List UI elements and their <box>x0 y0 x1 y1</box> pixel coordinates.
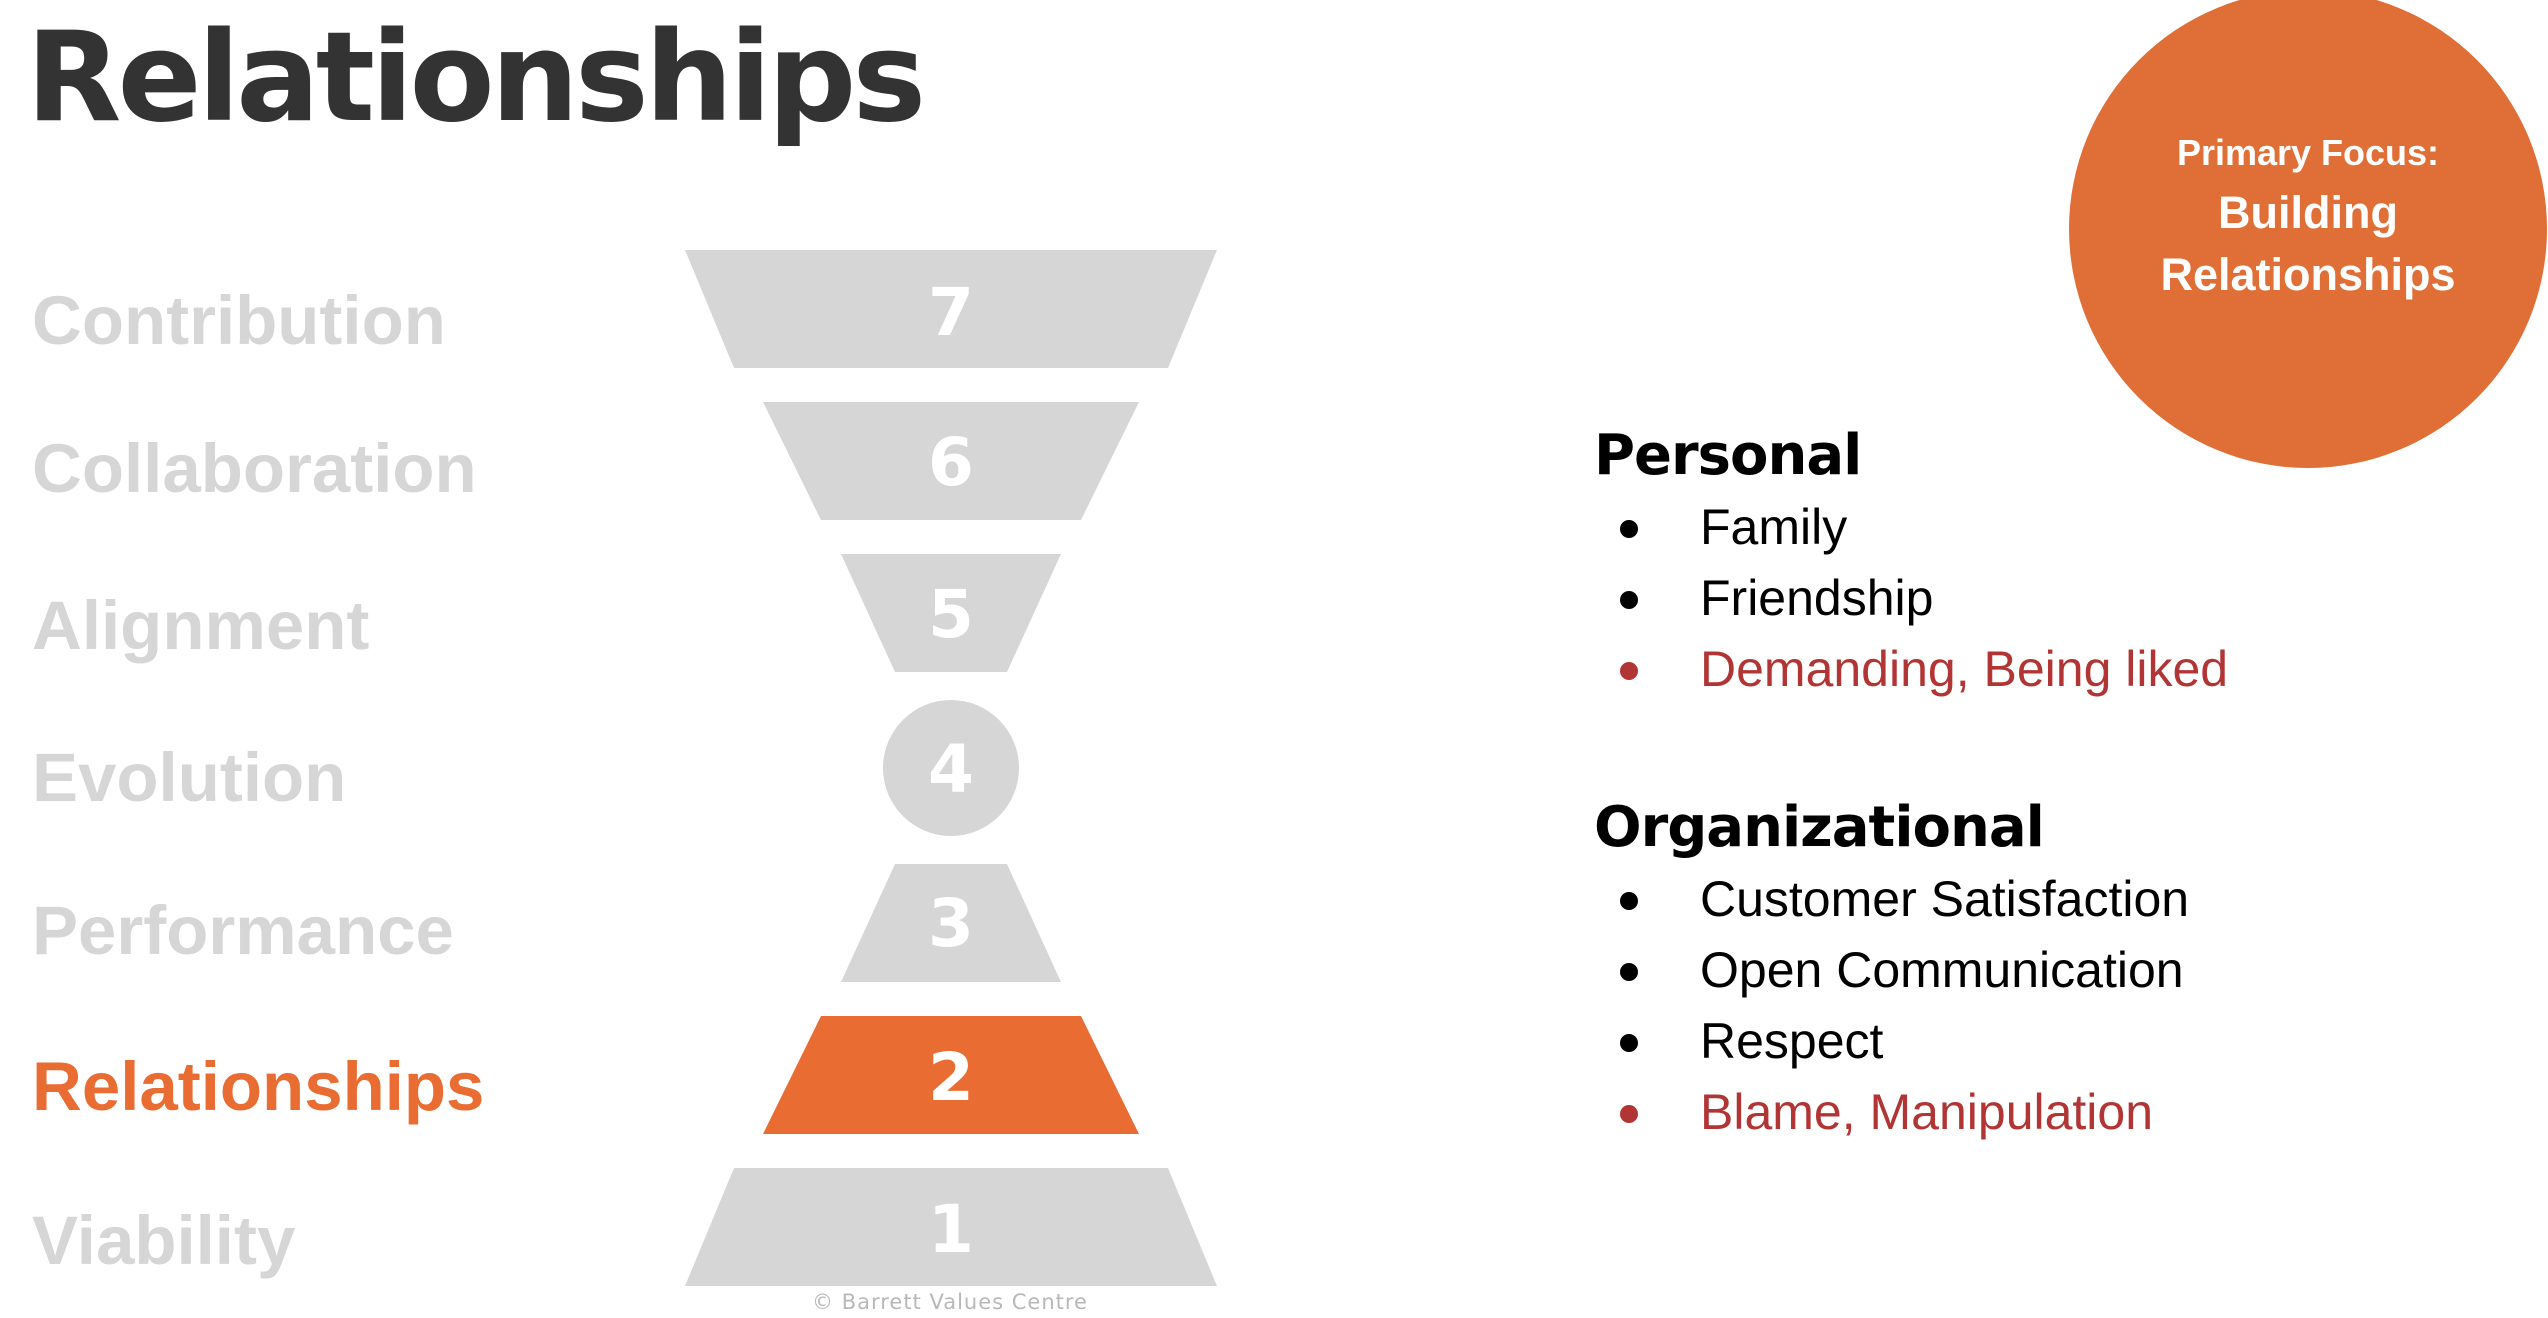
page-title: Relationships <box>26 6 926 150</box>
bullet-icon <box>1620 591 1638 609</box>
level-shape-3: 3 <box>841 864 1061 982</box>
list-item-negative: Blame, Manipulation <box>1594 1077 2189 1148</box>
level-number-1: 1 <box>928 1191 974 1268</box>
bullet-icon <box>1620 892 1638 910</box>
level-label-3: Performance <box>32 892 454 969</box>
bullet-icon <box>1620 520 1638 538</box>
level-shape-4: 4 <box>883 700 1019 836</box>
personal-list: Family Friendship Demanding, Being liked <box>1594 492 2228 705</box>
level-label-2: Relationships <box>32 1048 485 1125</box>
level-label-7: Contribution <box>32 282 446 359</box>
level-number-5: 5 <box>928 576 974 653</box>
level-number-7: 7 <box>928 274 974 351</box>
level-shape-1: 1 <box>685 1168 1217 1286</box>
bullet-icon <box>1620 963 1638 981</box>
primary-focus-label: Primary Focus: <box>2176 132 2440 173</box>
level-number-6: 6 <box>928 424 974 501</box>
level-shape-2: 2 <box>763 1016 1139 1134</box>
organizational-heading: Organizational <box>1594 795 2045 860</box>
organizational-list: Customer Satisfaction Open Communication… <box>1594 864 2189 1148</box>
primary-focus-badge: Primary Focus: Building Relationships <box>2069 0 2547 468</box>
level-shape-7: 7 <box>685 250 1217 368</box>
list-item: Respect <box>1594 1006 2189 1077</box>
organizational-section: Organizational Customer Satisfaction Ope… <box>1594 800 2189 1148</box>
level-label-6: Collaboration <box>32 430 477 507</box>
level-number-2: 2 <box>928 1039 974 1116</box>
level-number-4: 4 <box>928 731 974 808</box>
personal-section: Personal Family Friendship Demanding, Be… <box>1594 428 2228 705</box>
personal-heading: Personal <box>1594 423 1862 488</box>
level-shape-6: 6 <box>763 402 1139 520</box>
list-item: Family <box>1594 492 2228 563</box>
primary-focus-value: Building Relationships <box>2160 187 2456 300</box>
level-number-3: 3 <box>928 885 974 962</box>
level-label-4: Evolution <box>32 739 347 816</box>
level-label-5: Alignment <box>32 587 370 664</box>
copyright-notice: © Barrett Values Centre <box>812 1290 1088 1314</box>
list-item: Customer Satisfaction <box>1594 864 2189 935</box>
list-item: Open Communication <box>1594 935 2189 1006</box>
list-item-negative: Demanding, Being liked <box>1594 634 2228 705</box>
bullet-icon <box>1620 1105 1638 1123</box>
level-shape-5: 5 <box>841 554 1061 672</box>
bullet-icon <box>1620 1034 1638 1052</box>
bullet-icon <box>1620 662 1638 680</box>
level-label-1: Viability <box>32 1202 296 1279</box>
list-item: Friendship <box>1594 563 2228 634</box>
